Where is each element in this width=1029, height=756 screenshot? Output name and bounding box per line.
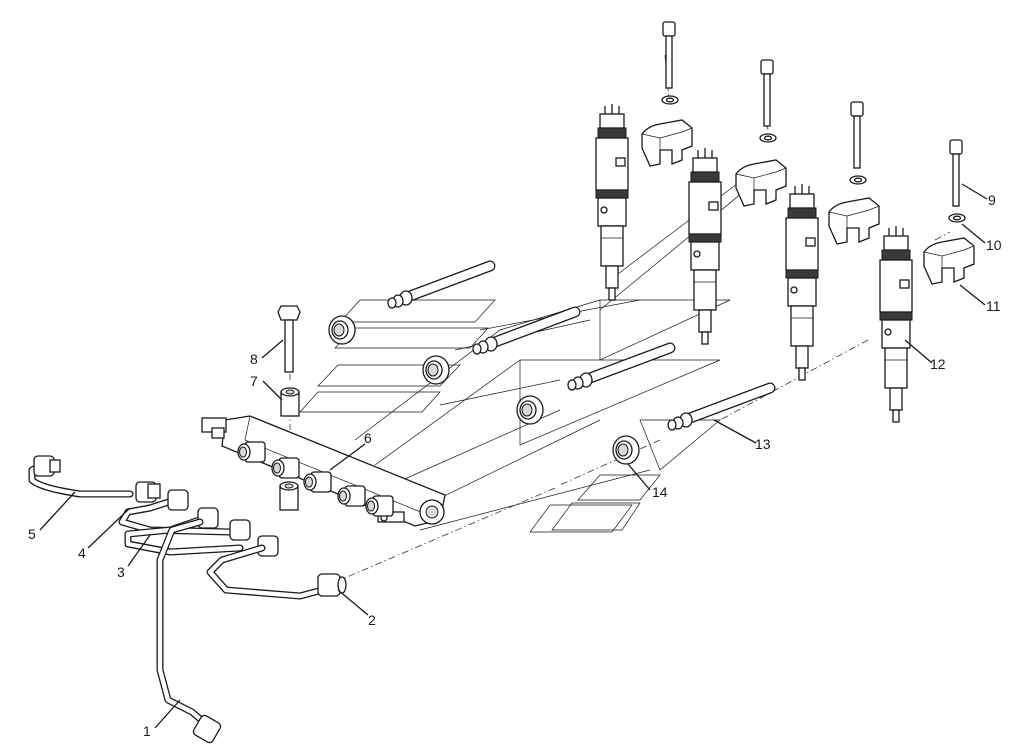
leader-lines [39,183,988,729]
callout-4: 4 [78,545,86,561]
clamp-1 [641,119,693,167]
callout-6: 6 [364,430,372,446]
spacer-lower [279,481,299,511]
injector-3 [785,183,819,381]
clamp-3 [828,197,880,245]
callout-labels: 1 2 3 4 5 6 7 8 9 10 11 12 13 14 [28,192,1002,739]
injector-4 [879,225,913,423]
callout-9: 9 [988,192,996,208]
callout-11: 11 [986,298,1001,314]
seal-nut-3 [516,395,544,425]
washer-3 [849,175,867,185]
fuel-line-2 [206,544,347,600]
bolt-injector-2 [760,59,774,127]
injector-2 [688,147,722,345]
washer-2 [759,133,777,143]
pressure-lance-2 [473,312,575,354]
callout-13: 13 [755,436,771,452]
washer-1 [661,95,679,105]
washer-4 [948,213,966,223]
callout-5: 5 [28,526,36,542]
seal-nut-2 [422,355,450,385]
callout-2: 2 [368,612,376,628]
spacer-upper [280,387,300,417]
callout-8: 8 [250,351,258,367]
clamp-2 [735,159,787,207]
seal-nut-1 [328,315,356,345]
callout-7: 7 [250,373,258,389]
callout-10: 10 [986,237,1002,253]
callout-1: 1 [143,723,151,739]
callout-12: 12 [930,356,946,372]
callout-14: 14 [652,484,668,500]
common-rail [201,415,446,527]
bolt-injector-1 [662,21,676,89]
rail-bolt [277,305,301,373]
seal-nut-4 [612,435,640,465]
bolt-injector-4 [949,139,963,207]
bolt-injector-3 [850,101,864,169]
fuel-line-5 [28,455,161,503]
pressure-lance-4 [668,388,770,430]
pressure-lance-3 [568,348,670,390]
pressure-lance-1 [388,266,490,308]
fuel-line-1 [156,518,222,744]
injector-1 [595,103,629,301]
callout-3: 3 [117,564,125,580]
clamp-4 [923,237,975,285]
